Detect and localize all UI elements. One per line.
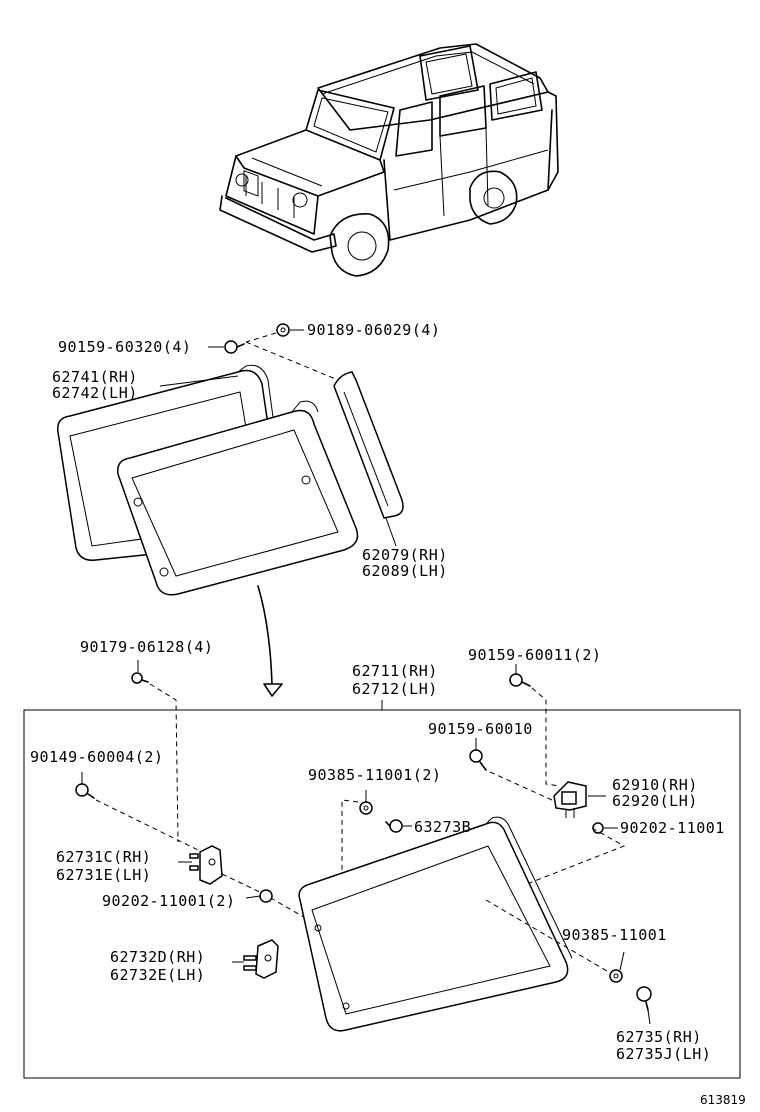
label-washer-left: 90202-11001(2): [102, 892, 235, 910]
label-garnish-rh: 62079(RH): [362, 546, 448, 564]
label-screw-upper: 90179-06128(4): [80, 638, 213, 656]
label-stopper-lh: 62735J(LH): [616, 1045, 711, 1063]
stopper: [636, 986, 652, 1011]
nut-top: [276, 323, 290, 337]
label-washer-right: 90202-11001: [620, 819, 725, 837]
label-bolt-top-left: 90159-60320(4): [58, 338, 191, 356]
bolt-left: [75, 783, 95, 799]
label-latch-e2-lh: 62732E(LH): [110, 966, 205, 984]
label-stopper-rh: 62735(RH): [616, 1028, 702, 1046]
glass-panel-inner: [117, 400, 359, 596]
label-window-lh: 62712(LH): [352, 680, 438, 698]
label-bolt-upper-right: 90159-60011(2): [468, 646, 601, 664]
screw-upper: [131, 672, 149, 684]
label-nut-top: 90189-06029(4): [307, 321, 440, 339]
pillar-garnish: [333, 371, 404, 519]
label-hinge-lh: 62920(LH): [612, 792, 698, 810]
vehicle-illustration: [219, 43, 559, 277]
clip-center: [385, 819, 403, 833]
window-glass-main: [298, 816, 573, 1032]
diagram-ref-number: 613819: [700, 1093, 746, 1107]
latch-c: [189, 845, 223, 885]
bolt-mid-right: [469, 749, 487, 771]
label-nut-lower-right: 90385-11001: [562, 926, 667, 944]
nut-center: [359, 801, 373, 815]
bolt-upper-right: [509, 673, 531, 687]
label-glass-a-rh: 62741(RH): [52, 368, 138, 386]
washer-left: [259, 889, 273, 903]
washer-right: [592, 822, 604, 834]
label-bolt-mid-right: 90159-60010: [428, 720, 533, 738]
label-nut-center: 90385-11001(2): [308, 766, 441, 784]
label-garnish-lh: 62089(LH): [362, 562, 448, 580]
label-latch-e-lh: 62731E(LH): [56, 866, 151, 884]
latch-d: [243, 939, 279, 979]
hinge-part: [553, 781, 587, 818]
label-glass-a-lh: 62742(LH): [52, 384, 138, 402]
label-latch-c-rh: 62731C(RH): [56, 848, 151, 866]
label-hinge-rh: 62910(RH): [612, 776, 698, 794]
label-clip-center: 63273B: [414, 818, 471, 836]
label-window-rh: 62711(RH): [352, 662, 438, 680]
label-latch-d-rh: 62732D(RH): [110, 948, 205, 966]
label-bolt-left: 90149-60004(2): [30, 748, 163, 766]
nut-lower-right: [609, 969, 623, 983]
bolt-top-left: [224, 340, 245, 354]
arrow-down-icon: [257, 585, 283, 697]
